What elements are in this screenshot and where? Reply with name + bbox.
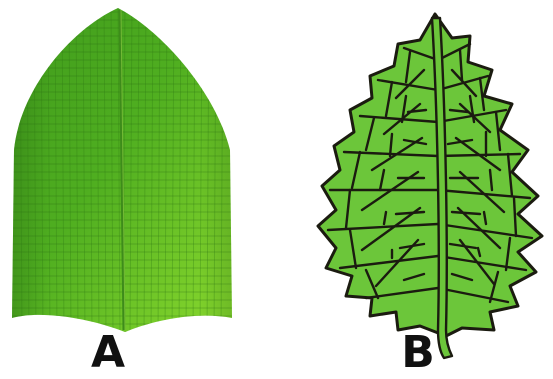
leaf-b-blade [318,14,542,336]
reticulate-venation-leaf-icon [318,14,542,358]
panel-label-a: A [68,330,148,376]
panel-label-b: B [378,330,458,376]
parallel-venation-leaf-icon [0,0,250,340]
